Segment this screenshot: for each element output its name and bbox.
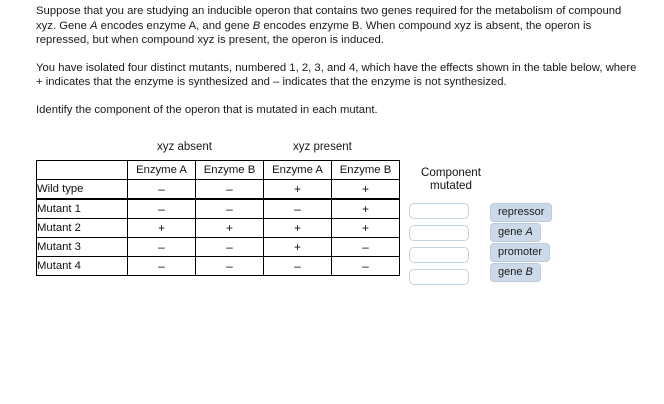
enzyme-value-cell: –	[331, 237, 400, 257]
answer-dropzone-mutant-3[interactable]	[409, 247, 469, 263]
row-label: Wild type	[36, 179, 128, 200]
column-header-absent-enzyme-a: Enzyme A	[127, 160, 196, 180]
table-row: Mutant 4––––	[36, 256, 400, 276]
enzyme-value-cell: –	[263, 256, 332, 276]
enzyme-value-cell: +	[195, 218, 264, 238]
chip-label: gene	[498, 226, 526, 238]
enzyme-value-cell: –	[195, 237, 264, 257]
answer-dropzone-mutant-2[interactable]	[409, 225, 469, 241]
table-corner-header	[36, 160, 128, 180]
table-header-row: Enzyme A Enzyme B Enzyme A Enzyme B	[36, 160, 400, 180]
italic-gene-symbol: B	[252, 19, 261, 32]
table-row: Mutant 3––+–	[36, 237, 400, 257]
table-row: Mutant 1–––+	[36, 198, 400, 219]
enzyme-value-cell: +	[331, 179, 400, 200]
enzyme-value-cell: –	[127, 237, 196, 257]
enzyme-value-cell: –	[127, 179, 196, 200]
column-header-absent-enzyme-b: Enzyme B	[195, 160, 264, 180]
question-paragraph-2: You have isolated four distinct mutants,…	[36, 61, 637, 89]
table-row: Mutant 2++++	[36, 218, 400, 238]
column-header-present-enzyme-a: Enzyme A	[263, 160, 332, 180]
table-row: Wild type––++	[36, 179, 400, 200]
enzyme-value-cell: –	[127, 198, 196, 219]
enzyme-value-cell: –	[195, 256, 264, 276]
condition-caption-xyz-absent: xyz absent	[157, 141, 212, 153]
answer-dropzone-list	[409, 203, 469, 285]
component-mutated-heading-line2: mutated	[430, 178, 472, 192]
draggable-chip-promoter[interactable]: promoter	[490, 243, 551, 262]
row-label: Mutant 4	[36, 256, 128, 276]
row-label: Mutant 3	[36, 237, 128, 257]
chip-row: gene B	[490, 262, 552, 282]
question-prose: Suppose that you are studying an inducib…	[36, 4, 644, 118]
answer-dropzone-mutant-1[interactable]	[409, 203, 469, 219]
enzyme-value-cell: –	[331, 256, 400, 276]
answer-dropzone-mutant-4[interactable]	[409, 269, 469, 285]
draggable-chip-repressor[interactable]: repressor	[490, 203, 553, 222]
question-paragraph-1: Suppose that you are studying an inducib…	[36, 5, 622, 47]
condition-caption-xyz-present: xyz present	[293, 141, 352, 153]
enzyme-value-cell: +	[127, 218, 196, 238]
enzyme-value-cell: +	[263, 218, 332, 238]
enzyme-value-cell: +	[263, 179, 332, 200]
italic-gene-symbol: A	[90, 19, 98, 32]
enzyme-synthesis-table: Enzyme A Enzyme B Enzyme A Enzyme B Wild…	[36, 160, 400, 276]
chip-italic-gene-symbol: A	[525, 226, 533, 238]
enzyme-table-wrapper: Enzyme A Enzyme B Enzyme A Enzyme B Wild…	[36, 160, 400, 276]
chip-row: repressor	[490, 202, 553, 222]
component-mutated-heading: Component mutated	[412, 166, 490, 192]
question-paragraph-3: Identify the component of the operon tha…	[36, 103, 378, 116]
enzyme-value-cell: –	[195, 179, 264, 200]
component-mutated-heading-line1: Component	[421, 166, 481, 179]
draggable-chip-gene-a[interactable]: gene A	[490, 223, 541, 242]
enzyme-value-cell: –	[195, 198, 264, 219]
chip-label: gene	[498, 266, 526, 278]
chip-label: repressor	[498, 206, 545, 218]
chip-label: promoter	[498, 246, 543, 258]
row-label: Mutant 1	[36, 198, 128, 219]
column-header-present-enzyme-b: Enzyme B	[331, 160, 400, 180]
enzyme-value-cell: +	[263, 237, 332, 257]
row-label: Mutant 2	[36, 218, 128, 238]
chip-row: gene A	[490, 222, 552, 242]
chip-row: promoter	[490, 242, 552, 262]
enzyme-value-cell: –	[127, 256, 196, 276]
enzyme-value-cell: –	[263, 198, 332, 219]
draggable-chip-gene-b[interactable]: gene B	[490, 263, 541, 282]
enzyme-value-cell: +	[331, 218, 400, 238]
enzyme-value-cell: +	[331, 198, 400, 219]
chip-italic-gene-symbol: B	[525, 266, 533, 278]
